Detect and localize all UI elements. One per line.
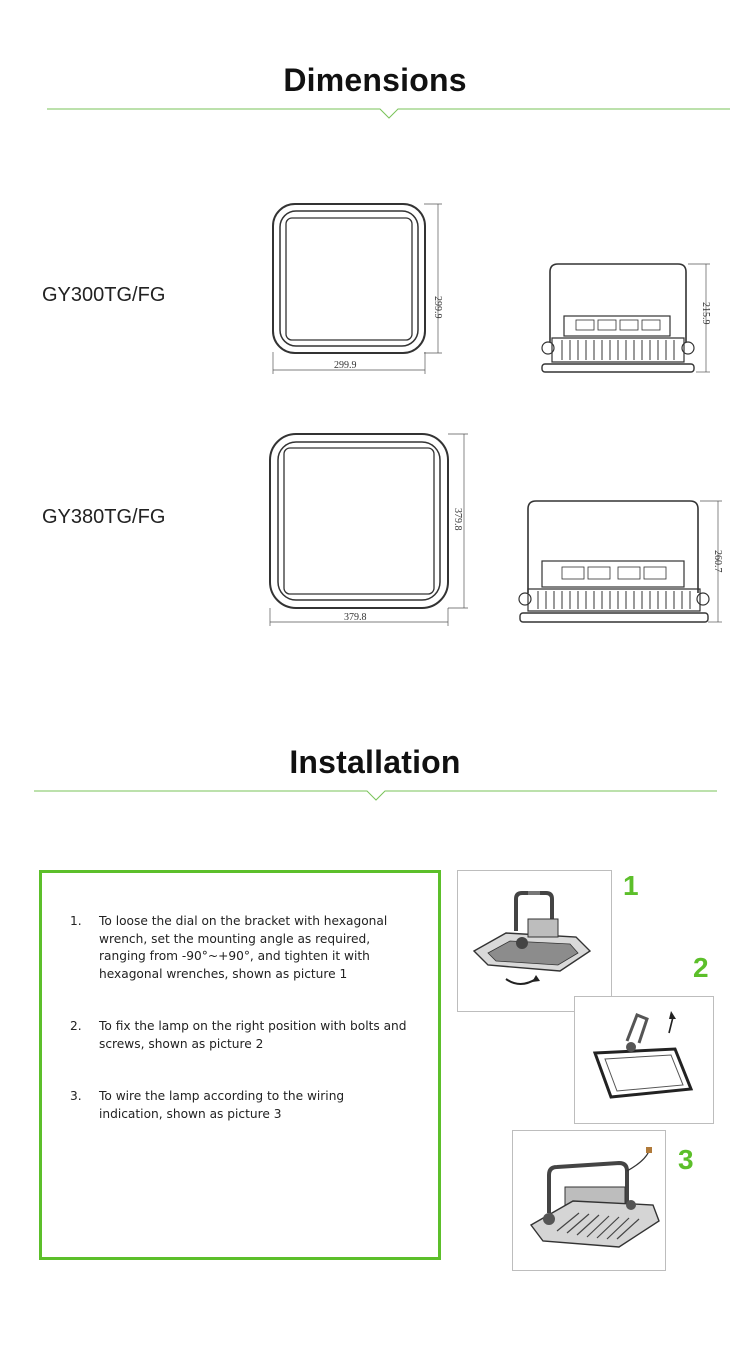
installation-title: Installation: [289, 744, 461, 780]
dimensions-divider: [47, 108, 730, 119]
installation-divider: [34, 790, 717, 801]
step-number: 2.: [70, 1019, 82, 1033]
side-view-drawing-gy300: 215.9: [541, 263, 711, 373]
front-view-drawing-gy300: 299.9 299.9: [272, 203, 443, 374]
step-number: 1.: [70, 914, 82, 928]
instruction-step-2: 2. To fix the lamp on the right position…: [70, 1018, 410, 1053]
lamp-wiring-illustration: [529, 1147, 660, 1248]
front-height-label-gy380: 379.8: [452, 508, 463, 531]
lamp-mount-illustration: [592, 1011, 694, 1099]
side-height-label-gy380: 260.7: [712, 550, 723, 573]
dimensions-title: Dimensions: [283, 62, 467, 98]
side-height-label-gy300: 215.9: [700, 302, 711, 325]
model-name-gy300: GY300TG/FG: [42, 284, 166, 306]
model-name-gy380: GY380TG/FG: [42, 506, 166, 528]
front-width-label-gy380: 379.8: [344, 612, 367, 623]
step-text: To fix the lamp on the right position wi…: [99, 1019, 407, 1051]
step-text: To wire the lamp according to the wiring…: [99, 1089, 345, 1121]
picture-3-number: 3: [678, 1144, 694, 1175]
picture-1-frame: [457, 870, 612, 1012]
picture-2-frame: [574, 996, 714, 1124]
step-number: 3.: [70, 1089, 82, 1103]
side-view-drawing-gy380: 260.7: [518, 500, 723, 623]
front-view-drawing-gy380: 379.8 379.8: [269, 433, 468, 626]
step-text: To loose the dial on the bracket with he…: [99, 914, 388, 981]
instructions-box: 1. To loose the dial on the bracket with…: [39, 870, 441, 1260]
lamp-rotate-illustration: [472, 891, 592, 985]
picture-3-frame: [512, 1130, 666, 1271]
picture-1-number: 1: [623, 870, 639, 901]
picture-2-number: 2: [693, 952, 709, 983]
instruction-step-3: 3. To wire the lamp according to the wir…: [70, 1088, 410, 1123]
instruction-step-1: 1. To loose the dial on the bracket with…: [70, 913, 410, 983]
front-width-label-gy300: 299.9: [334, 360, 357, 371]
front-height-label-gy300: 299.9: [432, 296, 443, 319]
